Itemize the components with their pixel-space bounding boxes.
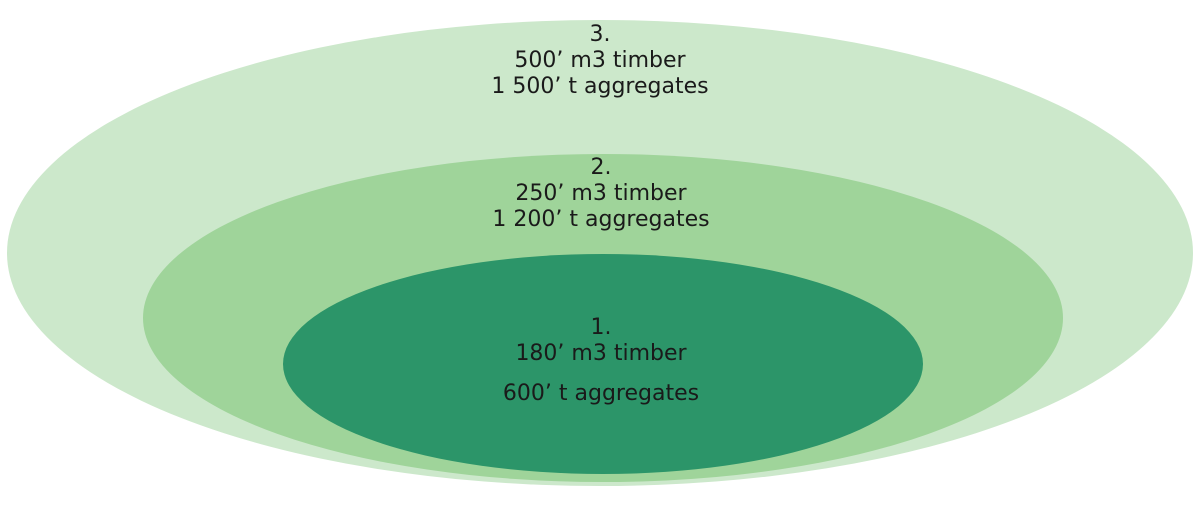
ring-3-timber: 500’ m3 timber [514, 48, 686, 73]
ring-3-label: 3. 500’ m3 timber 1 500’ t aggregates [491, 22, 708, 100]
ring-2-label: 2. 250’ m3 timber 1 200’ t aggregates [492, 155, 709, 233]
ring-2-timber: 250’ m3 timber [515, 181, 687, 206]
ring-2-aggregates: 1 200’ t aggregates [492, 207, 710, 232]
ring-1-inner [283, 254, 923, 474]
ring-1-rank: 1. [590, 315, 612, 340]
ring-3-aggregates: 1 500’ t aggregates [491, 74, 709, 99]
ring-1-aggregates: 600’ t aggregates [502, 381, 700, 406]
ring-1-label: 1. 180’ m3 timber 600’ t aggregates [503, 315, 699, 407]
ring-1-timber: 180’ m3 timber [515, 341, 687, 366]
ring-2-rank: 2. [590, 155, 612, 180]
ring-3-rank: 3. [589, 22, 611, 47]
